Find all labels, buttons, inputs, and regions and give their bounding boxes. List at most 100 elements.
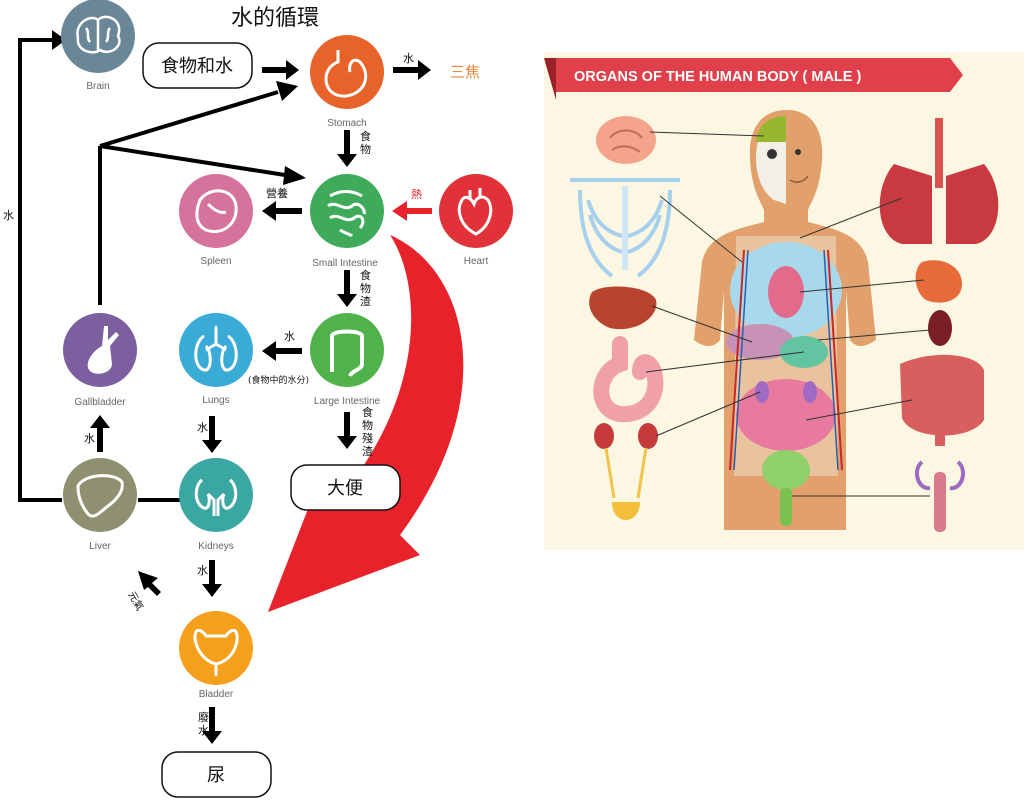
- liver-icon: [76, 474, 124, 518]
- label-heart: Heart: [464, 256, 489, 267]
- liver-to-brain-arrowhead: [52, 30, 66, 50]
- mouth: [789, 175, 809, 183]
- poster-brain-folds: [609, 129, 643, 153]
- arrow-kidneys-to-bladder: [202, 560, 222, 597]
- skull-eye-socket: [767, 149, 777, 159]
- kidneys-node: [179, 458, 253, 532]
- flow-lines: [18, 30, 306, 502]
- label-water-in-food: (食物中的水分): [248, 374, 309, 386]
- label-food-2: 物: [360, 142, 371, 156]
- arrow-to-spleen: [262, 201, 302, 221]
- urine-text: 尿: [207, 765, 225, 786]
- poster-spleen: [928, 310, 952, 346]
- lungs-icon: [194, 326, 238, 372]
- label-residue-2: 物: [360, 281, 371, 295]
- label-rem-1: 食: [362, 405, 373, 419]
- organs-poster: ORGANS OF THE HUMAN BODY ( MALE ): [544, 52, 1024, 550]
- gallbladder-icon: [87, 326, 119, 374]
- poster-bladder: [612, 502, 640, 520]
- poster-stomach: [593, 336, 664, 423]
- arrow-stomach-to-sanjiao: [393, 60, 431, 80]
- arrow-to-stool: [337, 412, 357, 449]
- liver-node: [63, 458, 137, 532]
- diagram-title: 水的循環: [231, 6, 319, 31]
- body-figure: [694, 110, 876, 530]
- stomach-icon: [324, 50, 368, 98]
- label-waste-water-2: 水: [198, 724, 209, 737]
- urine-box: [161, 751, 272, 798]
- label-lungs: Lungs: [202, 395, 229, 406]
- arrow-bladder-to-urine: [202, 707, 222, 744]
- poster-lung-right: [946, 164, 999, 244]
- label-rem-4: 渣: [362, 444, 373, 458]
- body-heart: [768, 266, 804, 318]
- poster-organs: [570, 116, 999, 532]
- arrow-heart-to-small-intestine: [392, 201, 432, 221]
- stomach-circle: [310, 35, 384, 109]
- bladder-node: [179, 611, 253, 685]
- poster-banner-fold: [544, 58, 556, 100]
- text-boxes: 食物和水 大便 尿: [142, 42, 401, 798]
- food-water-box: [142, 42, 253, 89]
- brain-icon: [76, 15, 121, 54]
- poster-lung-left: [879, 164, 932, 244]
- arrow-food-to-stomach: [262, 60, 299, 80]
- label-spleen: Spleen: [200, 256, 231, 267]
- label-nutrient-air: 元氣: [125, 589, 146, 613]
- body-kidney-left: [755, 381, 769, 403]
- label-brain: Brain: [86, 81, 109, 92]
- poster-reproductive: [934, 472, 946, 532]
- label-kidneys: Kidneys: [198, 541, 234, 552]
- bladder-icon: [193, 628, 239, 676]
- large-intestine-circle: [310, 313, 384, 387]
- heart-icon: [457, 188, 493, 236]
- lungs-node: [179, 313, 253, 387]
- block-arrows: [90, 60, 431, 744]
- heat-arrows: [268, 201, 464, 612]
- poster-intestines: [900, 354, 984, 436]
- trunk-to-stomach-line: [99, 90, 279, 148]
- spleen-node: [179, 174, 253, 248]
- poster-brain: [596, 116, 656, 164]
- liver-circle: [63, 458, 137, 532]
- label-water-bladder: 水: [197, 564, 208, 577]
- organ-labels: Brain Stomach Spleen Small Intestine Hea…: [74, 81, 488, 700]
- heart-node: [439, 174, 513, 248]
- small-intestine-circle: [310, 174, 384, 248]
- trunk-to-small-intestine-line: [99, 144, 286, 177]
- label-water-sanjiao: 水: [403, 52, 414, 65]
- poster-heart: [915, 260, 962, 303]
- kidneys-icon: [194, 478, 238, 516]
- poster-trachea: [935, 118, 943, 188]
- poster-banner-text: ORGANS OF THE HUMAN BODY ( MALE ): [574, 69, 861, 85]
- label-liver: Liver: [89, 541, 111, 552]
- poster-reproductive-ducts: [914, 460, 966, 491]
- poster-liver: [589, 286, 657, 330]
- label-rem-3: 殘: [362, 431, 373, 445]
- arrow-stomach-down: [337, 130, 357, 167]
- body-kidney-right: [803, 381, 817, 403]
- eye-right: [795, 149, 801, 155]
- stool-box: [290, 464, 401, 511]
- label-large-intestine: Large Intestine: [314, 396, 381, 407]
- trunk-to-stomach-arrowhead: [276, 81, 298, 101]
- big-heat-arrow: [268, 235, 464, 612]
- arrow-liver-to-gallbladder: [90, 415, 110, 452]
- label-bladder: Bladder: [199, 689, 234, 700]
- label-small-intestine: Small Intestine: [312, 258, 378, 269]
- label-waste-water-1: 廢: [198, 710, 209, 724]
- stomach-node: [310, 35, 384, 109]
- trunk-to-small-intestine-arrowhead: [283, 166, 306, 185]
- arrow-small-to-large: [337, 270, 357, 307]
- label-water-gall: 水: [84, 432, 95, 445]
- poster-ribcage: [570, 178, 680, 278]
- arrow-up-left-to-liver: [138, 571, 161, 596]
- arrow-lungs-to-kidneys: [202, 416, 222, 453]
- label-gallbladder: Gallbladder: [74, 397, 126, 408]
- poster-ureters: [604, 447, 648, 499]
- heart-circle: [439, 174, 513, 248]
- poster-kidney-right: [638, 423, 658, 449]
- body-intestines: [736, 379, 836, 451]
- label-left-water: 水: [3, 209, 14, 222]
- liver-to-brain-line: [18, 38, 62, 502]
